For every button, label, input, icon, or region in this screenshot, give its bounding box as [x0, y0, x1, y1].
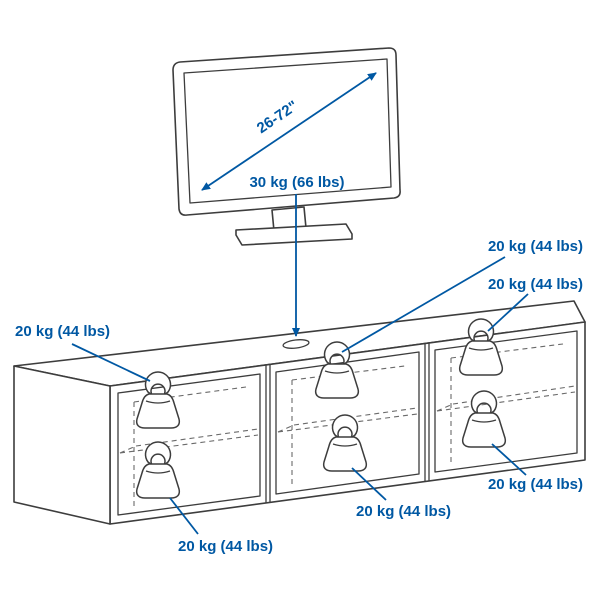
- annotations: 26-72" 30 kg (66 lbs) 20 kg (44 lbs) 20 …: [15, 72, 583, 555]
- door-frame-left: [117, 373, 261, 516]
- cable-hole: [282, 339, 310, 349]
- door-frame-right: [434, 330, 578, 473]
- tv-load-label: 30 kg (66 lbs): [249, 174, 344, 191]
- tv-screen: [183, 58, 392, 204]
- shelf-load-label-left-upper: 20 kg (44 lbs): [15, 323, 110, 340]
- leader-middle-lower: [351, 467, 387, 501]
- shelf-load-label-middle-upper: 20 kg (44 lbs): [488, 238, 583, 255]
- door-frame-middle: [275, 351, 420, 495]
- shelf-load-label-middle-lower: 20 kg (44 lbs): [356, 503, 451, 520]
- shelf-load-label-left-lower: 20 kg (44 lbs): [178, 538, 273, 555]
- shelf-load-label-right-upper: 20 kg (44 lbs): [488, 276, 583, 293]
- bench-left-side-face: [13, 365, 111, 525]
- leader-middle-upper: [341, 256, 506, 353]
- tv-diagonal-arrow: [201, 72, 377, 191]
- tv-stand-base: [235, 223, 353, 246]
- leader-right-upper: [487, 293, 529, 332]
- shelf-load-label-right-lower: 20 kg (44 lbs): [488, 476, 583, 493]
- leader-right-lower: [491, 443, 527, 476]
- leader-left-upper: [71, 343, 151, 382]
- leader-left-lower: [169, 497, 199, 535]
- tv-bench: [13, 300, 586, 525]
- tv: [172, 47, 401, 246]
